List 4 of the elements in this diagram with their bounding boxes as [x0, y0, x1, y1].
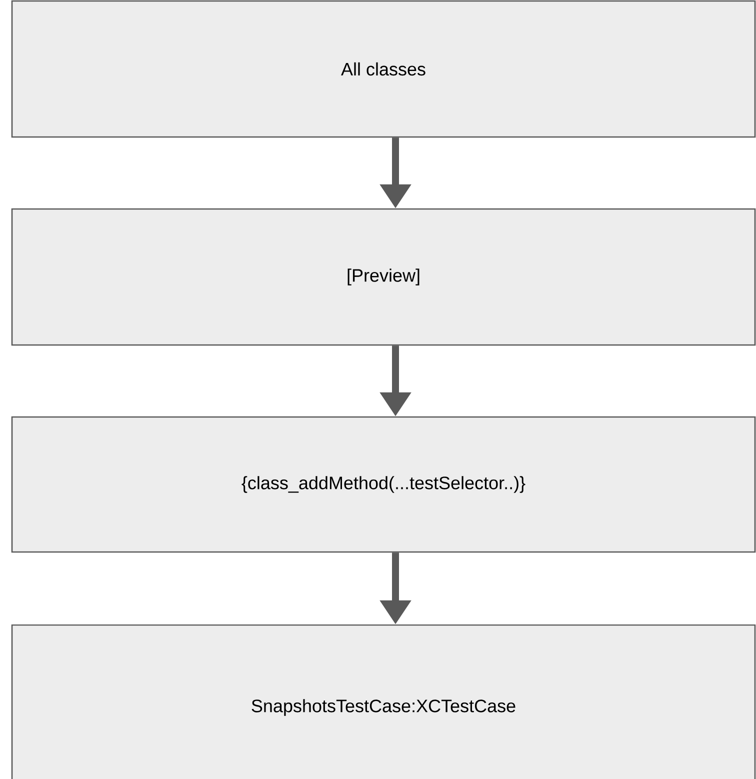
process-box: [Preview] [11, 208, 756, 346]
process-box: SnapshotsTestCase:XCTestCase [11, 624, 756, 779]
process-box: {class_addMethod(...testSelector..)} [11, 416, 756, 553]
process-box: All classes [11, 0, 756, 138]
